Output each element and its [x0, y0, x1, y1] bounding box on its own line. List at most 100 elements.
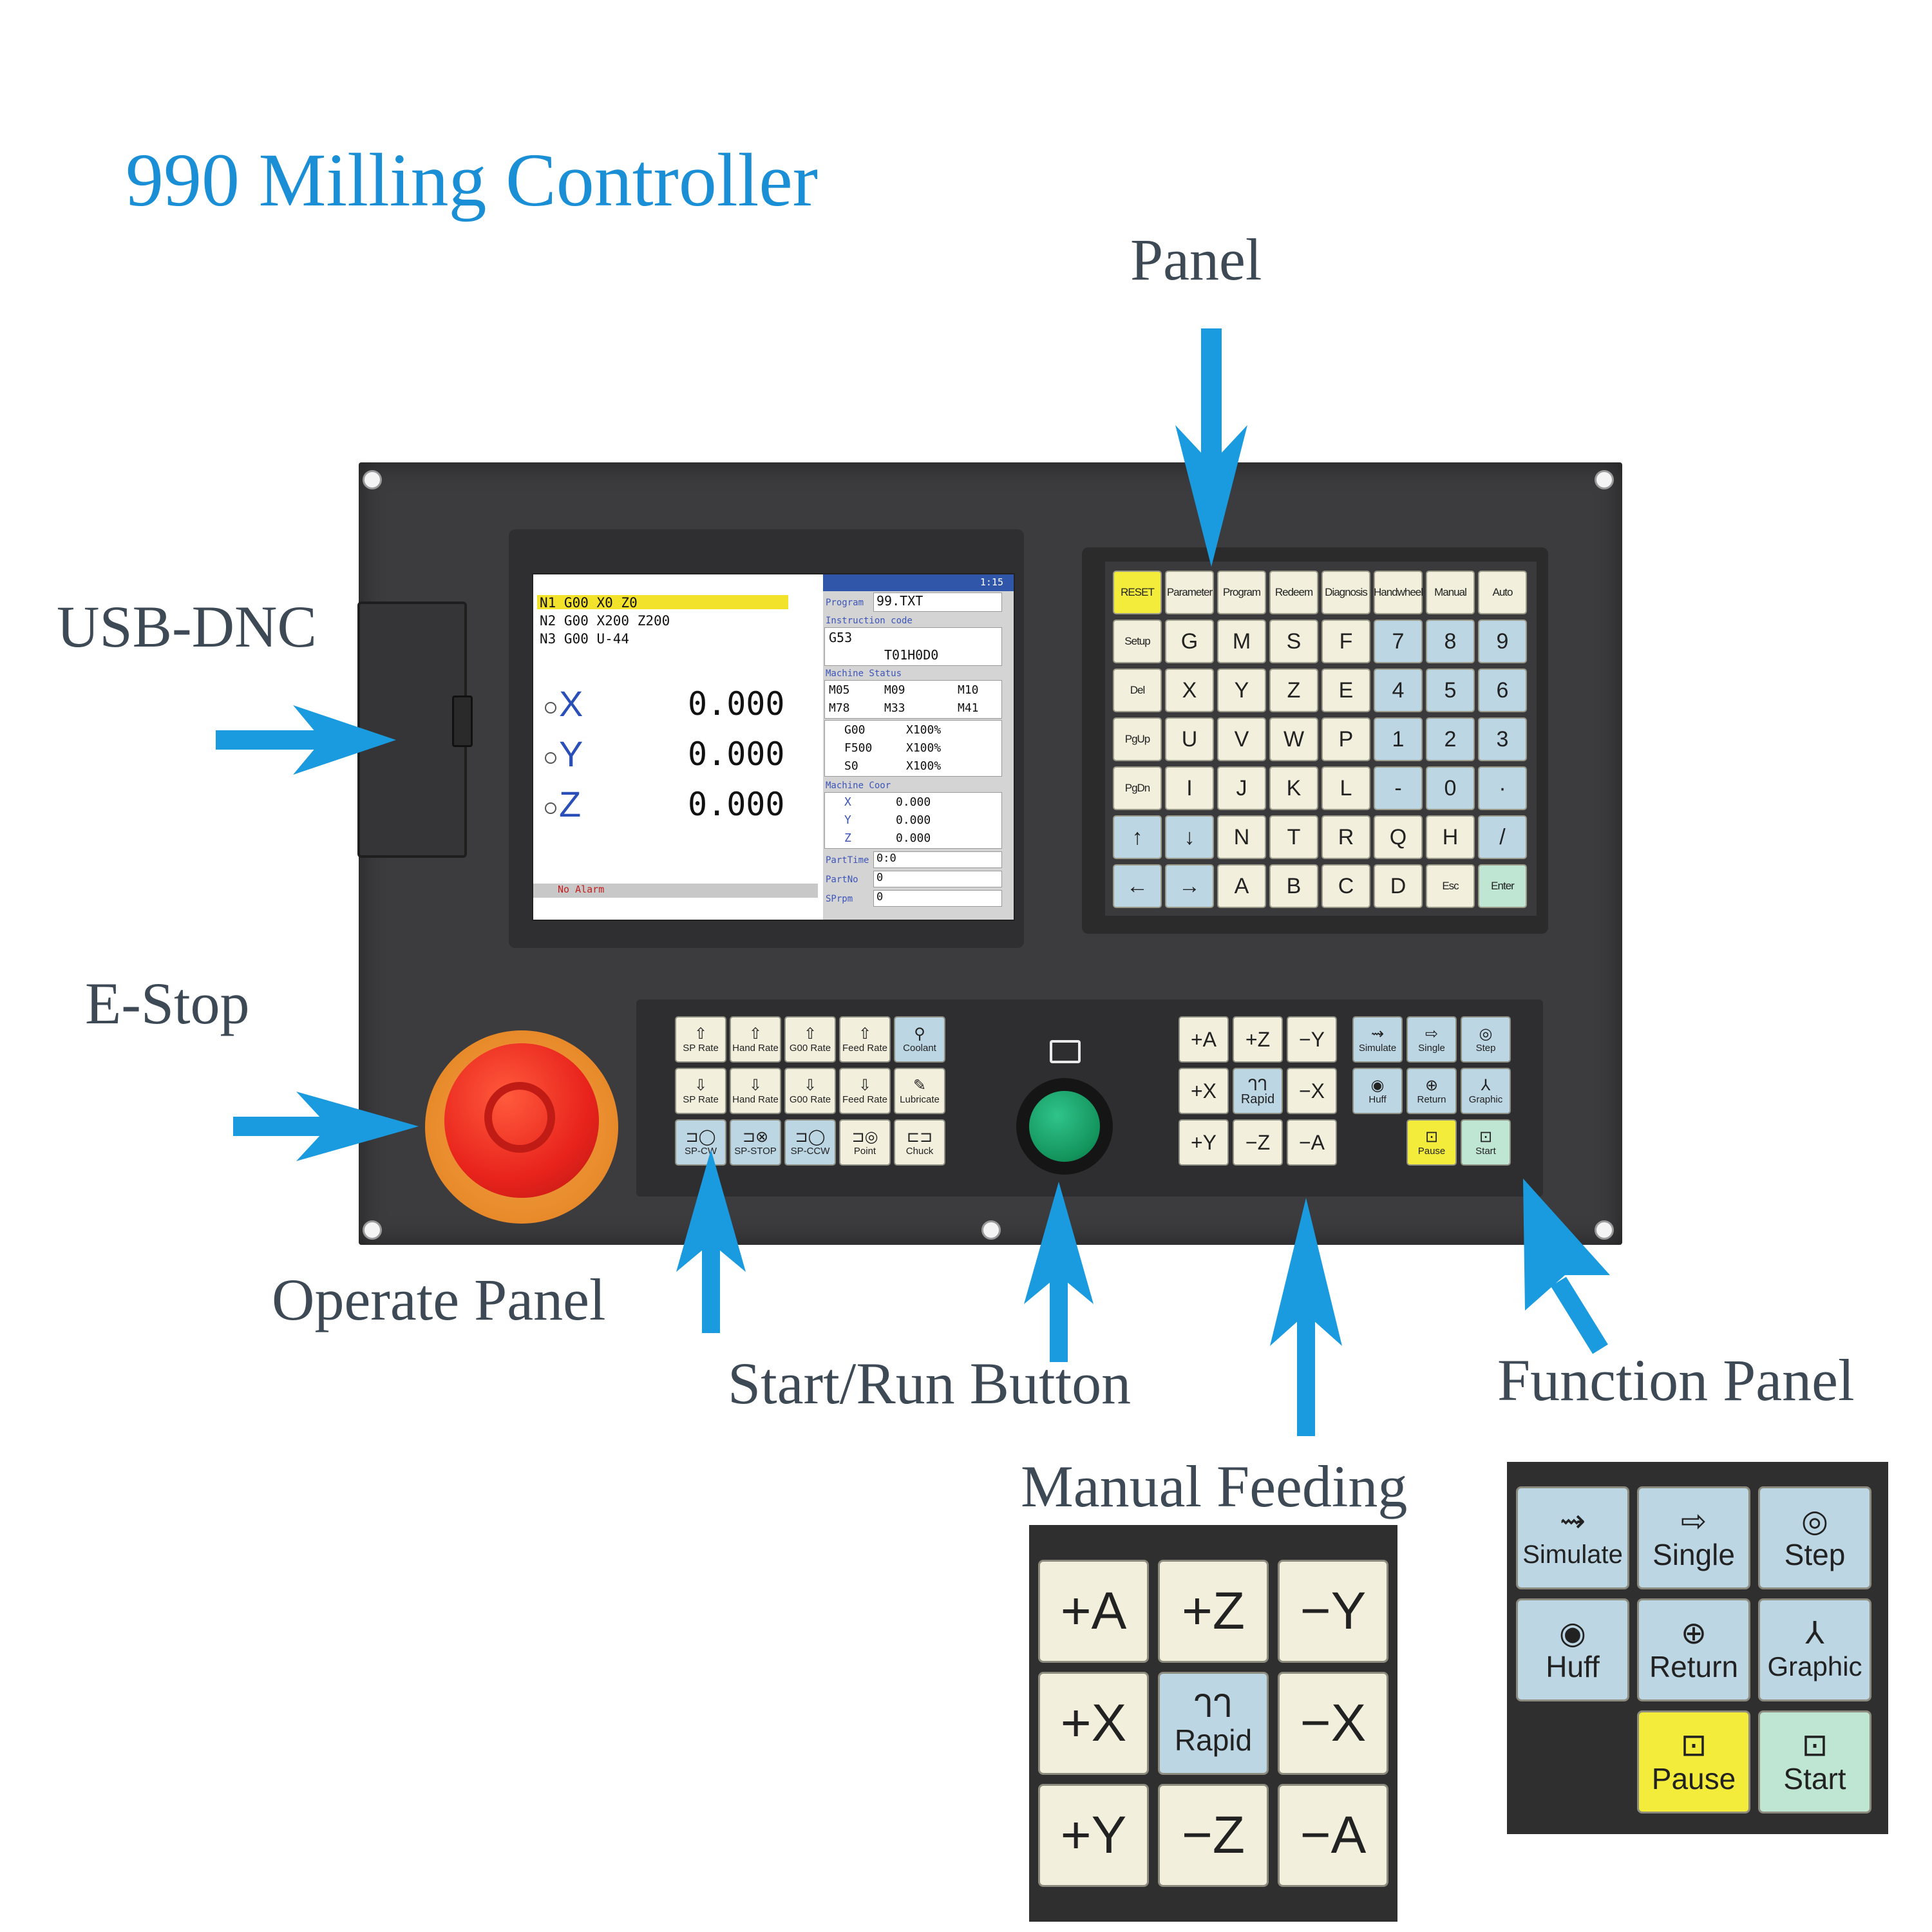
key-r[interactable]: R — [1321, 815, 1370, 859]
key-6[interactable]: 6 — [1478, 668, 1527, 712]
sp-stop-button[interactable]: ⊐⊗SP-STOP — [730, 1119, 781, 1166]
pause-button[interactable]: ⊡Pause — [1406, 1119, 1457, 1166]
key-right-arrow[interactable]: → — [1165, 864, 1214, 908]
key-l[interactable]: L — [1321, 766, 1370, 810]
inset-plus-a-button[interactable]: +A — [1038, 1560, 1149, 1663]
key-e[interactable]: E — [1321, 668, 1370, 712]
key-parameter[interactable]: Parameter — [1165, 571, 1214, 614]
key-minus[interactable]: - — [1374, 766, 1423, 810]
key-7[interactable]: 7 — [1374, 620, 1423, 663]
key-1[interactable]: 1 — [1374, 717, 1423, 761]
key-8[interactable]: 8 — [1426, 620, 1475, 663]
inset-return-button[interactable]: ⊕Return — [1637, 1598, 1750, 1701]
start-run-button[interactable] — [1029, 1091, 1100, 1162]
key-2[interactable]: 2 — [1426, 717, 1475, 761]
key-z[interactable]: Z — [1269, 668, 1318, 712]
inset-single-button[interactable]: ⇨Single — [1637, 1486, 1750, 1589]
inset-minus-y-button[interactable]: −Y — [1278, 1560, 1388, 1663]
g00-rate-down-button[interactable]: ⇩G00 Rate — [784, 1068, 836, 1114]
jog-minus-z-button[interactable]: −Z — [1233, 1119, 1283, 1166]
key-up-arrow[interactable]: ↑ — [1113, 815, 1162, 859]
inset-plus-y-button[interactable]: +Y — [1038, 1784, 1149, 1887]
inset-simulate-button[interactable]: ⇝Simulate — [1516, 1486, 1629, 1589]
key-3[interactable]: 3 — [1478, 717, 1527, 761]
key-0[interactable]: 0 — [1426, 766, 1475, 810]
step-button[interactable]: ◎Step — [1461, 1016, 1511, 1063]
sp-rate-up-button[interactable]: ⇧SP Rate — [675, 1016, 726, 1063]
jog-plus-z-button[interactable]: +Z — [1233, 1016, 1283, 1063]
inset-plus-x-button[interactable]: +X — [1038, 1672, 1149, 1775]
sp-rate-down-button[interactable]: ⇩SP Rate — [675, 1068, 726, 1114]
inset-pause-button[interactable]: ⊡Pause — [1637, 1710, 1750, 1814]
key-a[interactable]: A — [1217, 864, 1266, 908]
coolant-button[interactable]: ⚲Coolant — [894, 1016, 945, 1063]
inset-huff-button[interactable]: ◉Huff — [1516, 1598, 1629, 1701]
jog-minus-a-button[interactable]: −A — [1287, 1119, 1337, 1166]
key-5[interactable]: 5 — [1426, 668, 1475, 712]
key-esc[interactable]: Esc — [1426, 864, 1475, 908]
key-m[interactable]: M — [1217, 620, 1266, 663]
key-u[interactable]: U — [1165, 717, 1214, 761]
key-handwheel[interactable]: Handwheel — [1374, 571, 1423, 614]
key-y[interactable]: Y — [1217, 668, 1266, 712]
huff-button[interactable]: ◉Huff — [1352, 1068, 1403, 1114]
hand-rate-down-button[interactable]: ⇩Hand Rate — [730, 1068, 781, 1114]
key-setup[interactable]: Setup — [1113, 620, 1162, 663]
key-down-arrow[interactable]: ↓ — [1165, 815, 1214, 859]
key-q[interactable]: Q — [1374, 815, 1423, 859]
sp-ccw-button[interactable]: ⊐◯SP-CCW — [784, 1119, 836, 1166]
inset-plus-z-button[interactable]: +Z — [1158, 1560, 1269, 1663]
key-pgdn[interactable]: PgDn — [1113, 766, 1162, 810]
key-diagnosis[interactable]: Diagnosis — [1321, 571, 1370, 614]
key-n[interactable]: N — [1217, 815, 1266, 859]
key-redeem[interactable]: Redeem — [1269, 571, 1318, 614]
key-program[interactable]: Program — [1217, 571, 1266, 614]
inset-start-button[interactable]: ⊡Start — [1758, 1710, 1871, 1814]
key-left-arrow[interactable]: ← — [1113, 864, 1162, 908]
single-button[interactable]: ⇨Single — [1406, 1016, 1457, 1063]
key-enter[interactable]: Enter — [1478, 864, 1527, 908]
key-slash[interactable]: / — [1478, 815, 1527, 859]
key-auto[interactable]: Auto — [1478, 571, 1527, 614]
g00-rate-up-button[interactable]: ⇧G00 Rate — [784, 1016, 836, 1063]
usb-cover-latch[interactable] — [452, 696, 473, 747]
key-pgup[interactable]: PgUp — [1113, 717, 1162, 761]
jog-plus-x-button[interactable]: +X — [1179, 1068, 1229, 1114]
key-s[interactable]: S — [1269, 620, 1318, 663]
sp-cw-button[interactable]: ⊐◯SP-CW — [675, 1119, 726, 1166]
key-x[interactable]: X — [1165, 668, 1214, 712]
jog-minus-y-button[interactable]: −Y — [1287, 1016, 1337, 1063]
key-4[interactable]: 4 — [1374, 668, 1423, 712]
jog-plus-a-button[interactable]: +A — [1179, 1016, 1229, 1063]
key-manual[interactable]: Manual — [1426, 571, 1475, 614]
key-k[interactable]: K — [1269, 766, 1318, 810]
feed-rate-down-button[interactable]: ⇩Feed Rate — [839, 1068, 891, 1114]
jog-minus-x-button[interactable]: −X — [1287, 1068, 1337, 1114]
key-f[interactable]: F — [1321, 620, 1370, 663]
key-v[interactable]: V — [1217, 717, 1266, 761]
key-dot[interactable]: · — [1478, 766, 1527, 810]
key-t[interactable]: T — [1269, 815, 1318, 859]
point-button[interactable]: ⊐◎Point — [839, 1119, 891, 1166]
lubricate-button[interactable]: ✎Lubricate — [894, 1068, 945, 1114]
key-i[interactable]: I — [1165, 766, 1214, 810]
key-b[interactable]: B — [1269, 864, 1318, 908]
graphic-button[interactable]: ⅄Graphic — [1461, 1068, 1511, 1114]
key-p[interactable]: P — [1321, 717, 1370, 761]
return-button[interactable]: ⊕Return — [1406, 1068, 1457, 1114]
inset-graphic-button[interactable]: ⅄Graphic — [1758, 1598, 1871, 1701]
key-del[interactable]: Del — [1113, 668, 1162, 712]
key-w[interactable]: W — [1269, 717, 1318, 761]
feed-rate-up-button[interactable]: ⇧Feed Rate — [839, 1016, 891, 1063]
key-h[interactable]: H — [1426, 815, 1475, 859]
inset-step-button[interactable]: ◎Step — [1758, 1486, 1871, 1589]
chuck-button[interactable]: ⊏⊐Chuck — [894, 1119, 945, 1166]
inset-minus-x-button[interactable]: −X — [1278, 1672, 1388, 1775]
key-c[interactable]: C — [1321, 864, 1370, 908]
key-g[interactable]: G — [1165, 620, 1214, 663]
key-reset[interactable]: RESET — [1113, 571, 1162, 614]
key-9[interactable]: 9 — [1478, 620, 1527, 663]
key-j[interactable]: J — [1217, 766, 1266, 810]
